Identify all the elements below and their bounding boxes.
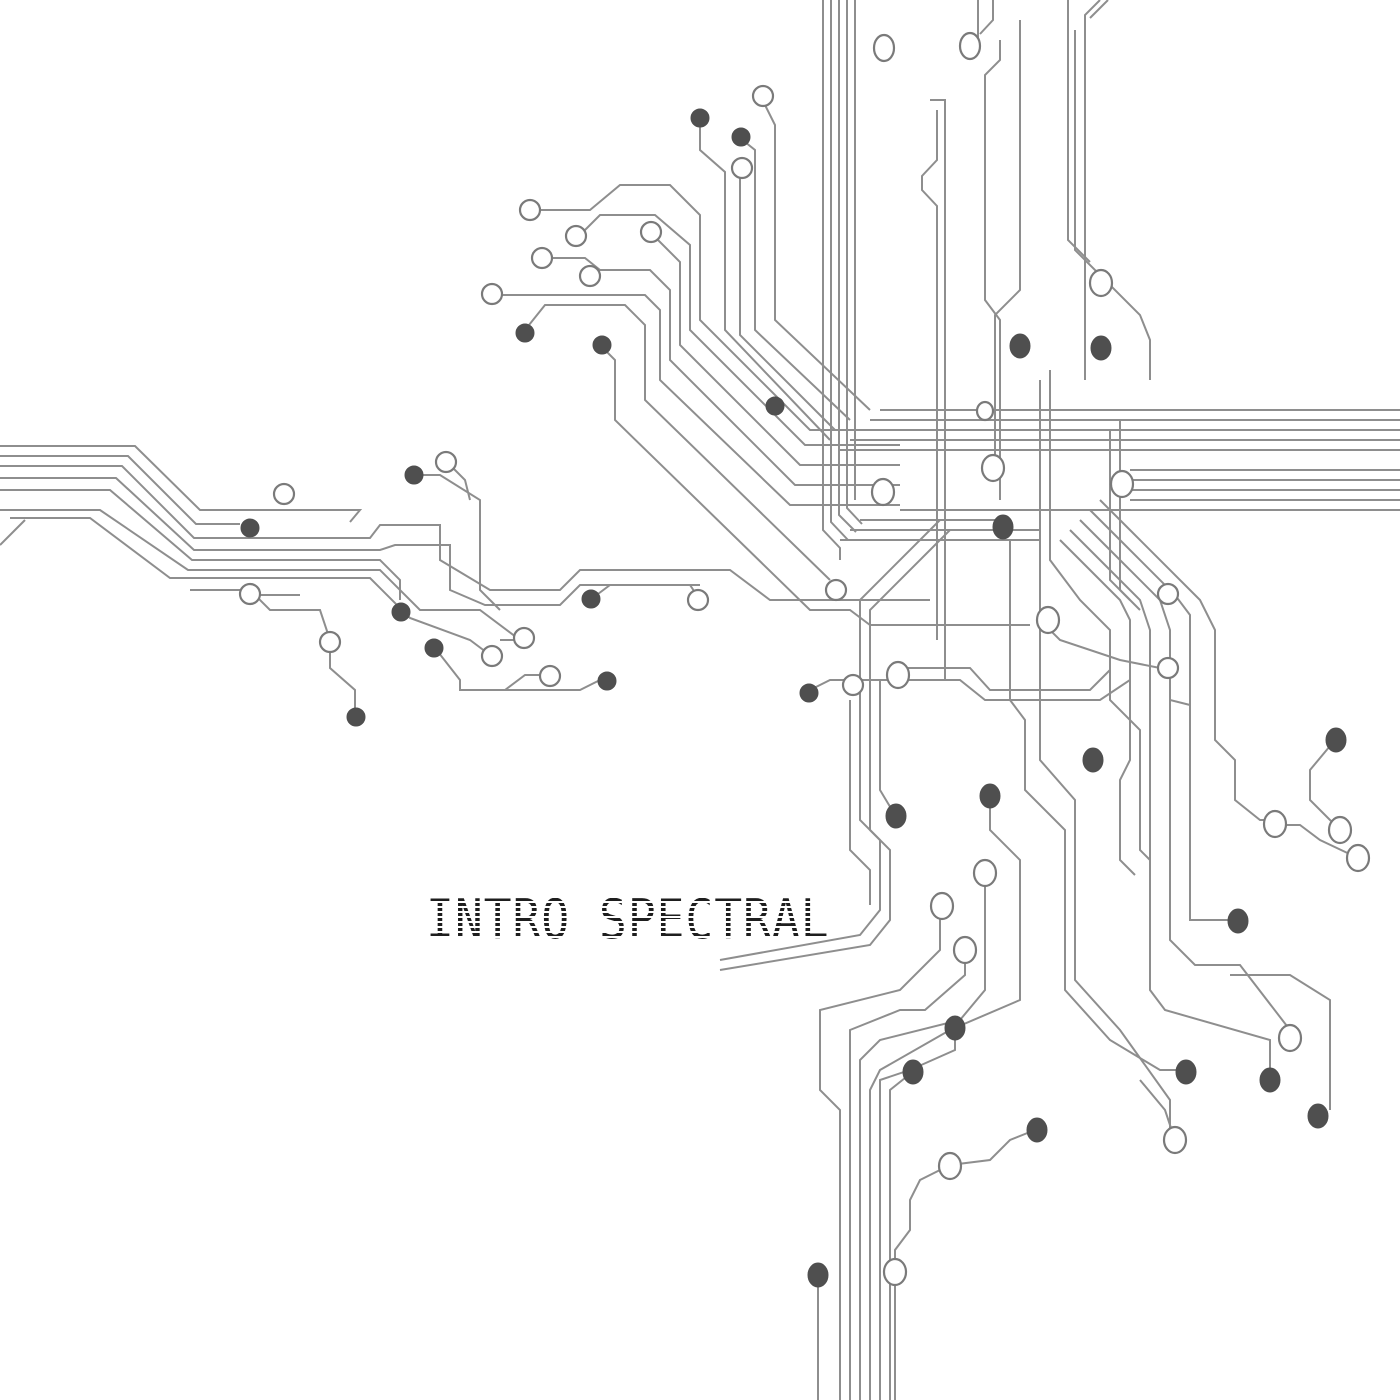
trace-bundle-top xyxy=(822,0,1151,680)
pads-open xyxy=(238,31,1371,1287)
trace-bundle-left xyxy=(0,445,930,715)
trace-fan-upper-left xyxy=(490,94,1030,626)
pads-filled xyxy=(240,108,1347,1288)
trace-bundle-right xyxy=(840,409,1400,541)
trace-fan-lower xyxy=(817,800,1036,1400)
album-title: INTRO SPECTRAL xyxy=(426,888,830,951)
trace-bundle-center-down xyxy=(719,370,1291,1140)
trace-connectors-middle xyxy=(415,459,1359,1141)
